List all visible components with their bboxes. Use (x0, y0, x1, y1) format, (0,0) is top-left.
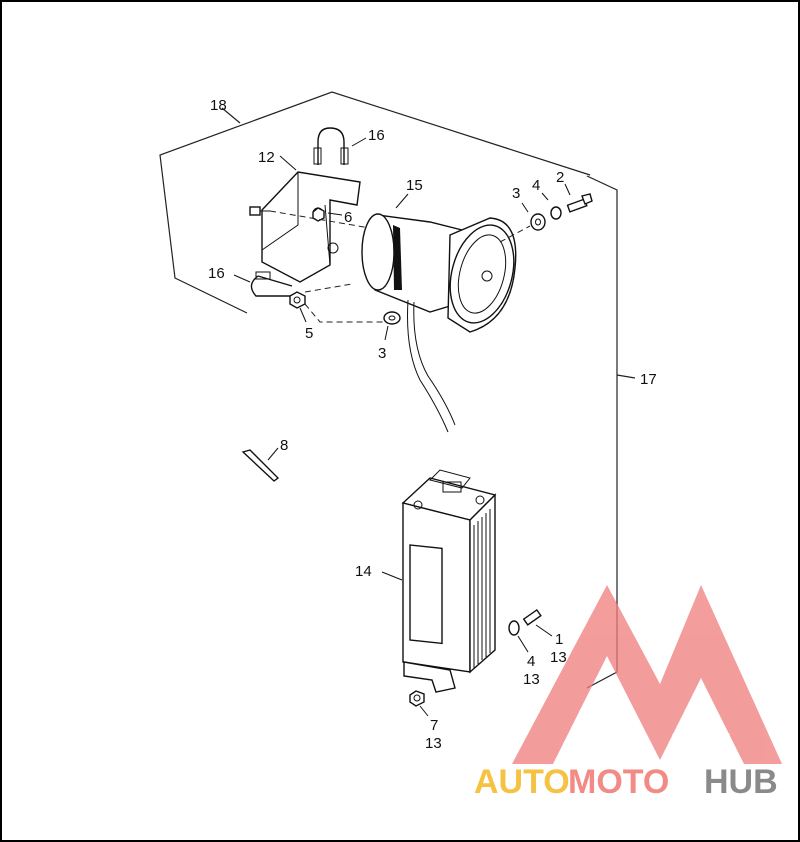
lock-washer-part-4 (541, 192, 562, 220)
callout-5: 5 (305, 325, 313, 342)
nut-part-5 (289, 291, 307, 323)
callout-labels: 18 16 12 15 3 4 2 6 16 5 3 17 8 14 1 13 … (208, 97, 657, 752)
group-17-outline (586, 175, 636, 689)
callout-2: 2 (556, 169, 564, 186)
callout-16-top: 16 (368, 127, 385, 144)
callout-4-lower: 4 (527, 653, 535, 670)
u-bolt-part-16-top (313, 127, 367, 165)
u-bolt-part-16-bottom (233, 271, 293, 297)
callout-3-lower: 3 (378, 345, 386, 362)
horn-wires (407, 299, 456, 433)
watermark-auto: AUTO (474, 763, 570, 801)
group-18-outline (159, 91, 591, 314)
callout-13-c: 13 (425, 735, 442, 752)
callout-15: 15 (406, 177, 423, 194)
watermark-hub: HUB (704, 763, 778, 801)
bolt-part-2 (564, 183, 593, 213)
washer-part-4-lower (508, 620, 529, 653)
callout-12: 12 (258, 149, 275, 166)
callout-4-top: 4 (532, 177, 540, 194)
callout-8: 8 (280, 437, 288, 454)
nut-part-7 (409, 690, 429, 717)
callout-13-a: 13 (550, 649, 567, 666)
callout-17: 17 (640, 371, 657, 388)
callout-7: 7 (430, 717, 438, 734)
washer-part-3-lower (383, 311, 401, 341)
callout-18: 18 (210, 97, 227, 114)
callout-16-bottom: 16 (208, 265, 225, 282)
callout-1: 1 (555, 631, 563, 648)
callout-13-b: 13 (523, 671, 540, 688)
bolt-part-1 (522, 608, 553, 637)
module-part-14 (381, 469, 497, 693)
horn-part-15 (361, 193, 517, 333)
washer-part-3-right (521, 202, 546, 231)
cable-tie-part-8 (241, 447, 280, 482)
bolt-left-bracket (249, 206, 270, 216)
callout-14: 14 (355, 563, 372, 580)
watermark-moto: MOTO (568, 763, 669, 801)
callout-6: 6 (344, 209, 352, 226)
watermark-text: AUTO MOTO HUB (474, 763, 778, 801)
callout-3-right: 3 (512, 185, 520, 202)
watermark-logo (512, 585, 782, 764)
